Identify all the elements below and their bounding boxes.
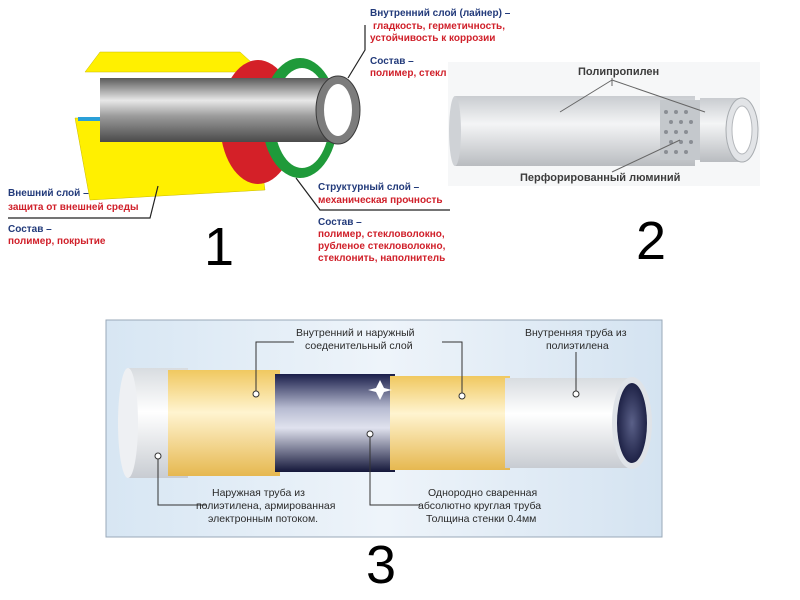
d1-struct-layer-title: Структурный слой – <box>318 182 420 193</box>
d2-label-polypropylene: Полипропилен <box>578 66 660 78</box>
d1-outer-comp-title: Состав – <box>8 224 52 235</box>
d3-label-bonding-1: Внутренний и наружный <box>296 327 415 339</box>
diagram-number-1: 1 <box>204 217 235 277</box>
d3-label-outer-pipe-2: полиэтилена, армированная <box>196 500 336 512</box>
pipe-3-illustration <box>105 319 663 538</box>
d2-label-aluminium: Перфорированный люминий <box>520 172 681 184</box>
d1-inner-comp: полимер, стекл <box>370 68 447 79</box>
d1-inner-comp-title: Состав – <box>370 56 414 67</box>
diagram-number-2: 2 <box>636 211 667 271</box>
d3-label-outer-pipe-3: электронным потоком. <box>208 513 319 525</box>
pipe-1-illustration <box>8 25 450 219</box>
d1-struct-comp-title: Состав – <box>318 217 362 228</box>
d1-outer-layer-title: Внешний слой – <box>8 188 89 199</box>
d1-inner-layer-props-2: устойчивость к коррозии <box>370 33 496 44</box>
d1-struct-comp-1: полимер, стекловолокно, <box>318 229 445 240</box>
d1-outer-layer-props: защита от внешней среды <box>8 202 139 213</box>
d1-outer-comp: полимер, покрытие <box>8 236 106 247</box>
d1-struct-layer-props: механическая прочность <box>318 195 443 206</box>
d3-label-aluminium-1: Однородно сваренная <box>428 487 538 499</box>
d3-label-outer-pipe-1: Наружная труба из <box>212 487 305 499</box>
d3-label-inner-pipe-2: полиэтилена <box>546 340 609 352</box>
d3-label-bonding-2: соеденительный слой <box>305 340 413 352</box>
d1-struct-comp-3: стеклонить, наполнитель <box>318 253 446 264</box>
d1-inner-layer-props-1: гладкость, герметичность, <box>373 21 505 32</box>
d1-struct-comp-2: рубленое стекловолокно, <box>318 241 446 252</box>
d1-inner-layer-title: Внутренний слой (лайнер) – <box>370 8 511 19</box>
d3-label-aluminium-3: Толщина стенки 0.4мм <box>426 513 537 525</box>
d3-label-inner-pipe-1: Внутренняя труба из <box>525 327 627 339</box>
d3-label-aluminium-2: абсолютно круглая труба <box>418 500 542 512</box>
diagram-number-3: 3 <box>366 535 397 595</box>
pipe-2-illustration <box>448 62 760 186</box>
